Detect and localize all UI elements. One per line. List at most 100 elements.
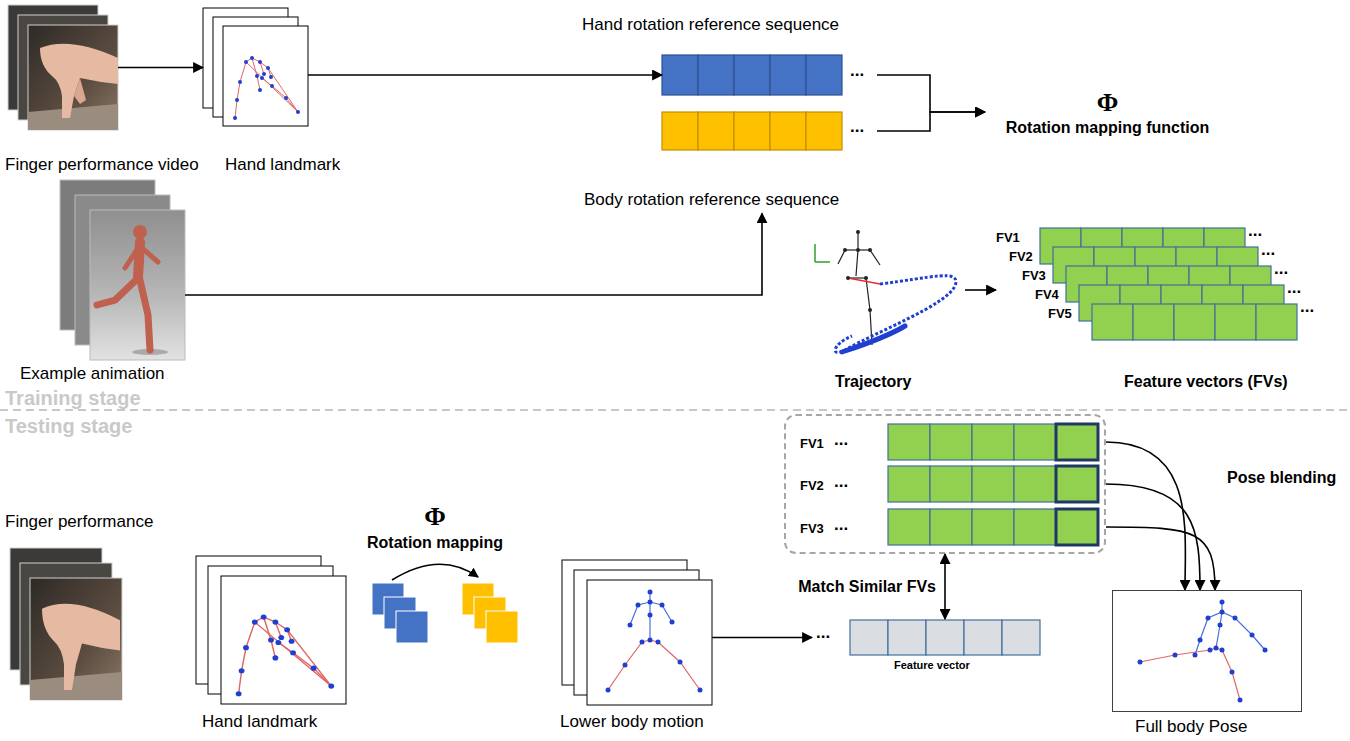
dashed-group-box: FV1FV2FV3 (784, 414, 1106, 554)
body-rotation-bar (698, 112, 734, 150)
lower-body-frames (648, 600, 653, 605)
connector-arrow (877, 112, 985, 131)
feature-vector-stack (1133, 304, 1174, 340)
stage-label: Testing stage (5, 414, 132, 438)
lower-body-frames (636, 603, 641, 608)
matched-feature-vectors (888, 424, 1098, 545)
full-body-skeleton (1195, 602, 1265, 655)
ellipsis: ... (1274, 259, 1288, 279)
photo-stack (30, 578, 122, 700)
feature-vector-stack (1174, 304, 1215, 340)
full-body-skeleton (1233, 616, 1238, 621)
hand-rotation-bar (734, 55, 770, 95)
connector-line (1106, 527, 1215, 590)
phi-symbol: Φ (1097, 87, 1119, 118)
sequence-bar: Hand rotation reference sequence... (662, 55, 877, 95)
edge-label: Match Similar FVs (796, 577, 938, 596)
landmark-stack: Hand landmark (203, 8, 308, 126)
animation-stack (97, 242, 158, 350)
ellipsis: ... (850, 61, 864, 81)
fv-label: FV2 (1009, 249, 1033, 265)
feature-vector-stack (1256, 304, 1297, 340)
feature-vector-stack (1040, 228, 1297, 340)
full-body-skeleton (1263, 648, 1268, 653)
full-body-skeleton (1195, 612, 1265, 655)
lower-body-frames (678, 660, 683, 665)
connector-line (308, 74, 662, 76)
body-rotation-bar (806, 112, 842, 150)
matched-feature-vectors (888, 466, 930, 502)
lower-body-frames (587, 580, 712, 705)
connector-line (712, 637, 812, 639)
full-body-skeleton (1198, 638, 1203, 643)
feature-vector-bar (850, 620, 1040, 655)
full-body-skeleton (1216, 602, 1222, 648)
landmark-frames (221, 576, 346, 704)
photo-stack (40, 44, 118, 118)
caption: Lower body motion (560, 712, 704, 732)
connector-arrow (712, 637, 812, 638)
rotation-squares (462, 583, 518, 643)
connector-arrow (1106, 442, 1215, 590)
trajectory-plot (868, 248, 872, 252)
trajectory-plot (856, 232, 858, 276)
rotation-squares (372, 564, 518, 643)
trajectory-plot (864, 276, 868, 280)
connector-line (185, 213, 762, 295)
matched-feature-vectors (972, 424, 1014, 460)
body-rotation-bar (734, 112, 770, 150)
motion-stack: Lower body motion (562, 560, 712, 705)
full-body-skeleton (1138, 660, 1143, 665)
lower-body-frames (606, 590, 703, 693)
animation-stack (97, 280, 136, 305)
connector-arrow (185, 213, 762, 295)
trajectory-plot (814, 244, 816, 262)
matched-feature-vectors (1056, 466, 1098, 502)
hand-rotation-bar (698, 55, 734, 95)
photo-stack: Finger performance (10, 548, 122, 700)
matched-feature-vectors (1014, 466, 1056, 502)
trajectory-plot (843, 230, 872, 312)
caption: Hand landmark (225, 155, 340, 175)
full-body-skeleton (1238, 698, 1243, 703)
connector-line (1106, 484, 1200, 590)
connector-arrow (308, 75, 662, 76)
lower-body-frames (640, 640, 645, 645)
connector-arrow (965, 290, 996, 291)
matched-feature-vectors (930, 466, 972, 502)
trajectory-plot (856, 230, 860, 234)
fv-label: FV1 (996, 230, 1020, 246)
lower-body-frames (606, 688, 611, 693)
mapping-function: ΦRotation mapping (355, 496, 515, 557)
caption: Hand rotation reference sequence (582, 15, 839, 35)
full-body-skeleton (1138, 600, 1268, 703)
feature-vector-bar: ...Feature vector (812, 619, 1042, 656)
matched-feature-vectors (1014, 509, 1056, 545)
caption: Example animation (20, 364, 165, 384)
lower-body-frames (698, 688, 703, 693)
full-body-skeleton (1218, 623, 1223, 628)
stage-divider (0, 409, 1350, 411)
full-body-skeleton (1220, 600, 1225, 605)
lower-body-frames (650, 640, 700, 690)
landmark-frames (233, 56, 300, 120)
full-body-skeleton (1220, 648, 1225, 653)
full-body-skeleton (1216, 648, 1240, 700)
fv-label: FV1 (800, 436, 824, 452)
connector-line (965, 289, 996, 291)
trajectory-plot (838, 250, 845, 264)
ellipsis: ... (1300, 297, 1314, 317)
lower-body-frames (628, 623, 633, 628)
phi-symbol: Φ (424, 501, 446, 532)
bold-label: Feature vectors (FVs) (1124, 372, 1288, 391)
fv-label: FV2 (800, 478, 824, 494)
ellipsis: ... (834, 472, 848, 492)
feature-vector-stack (1092, 304, 1133, 340)
trajectory-plot (856, 248, 860, 252)
bold-label: Rotation mapping function (1006, 118, 1210, 137)
trajectory-plot (843, 248, 847, 252)
lower-body-frames (562, 560, 712, 705)
caption: Hand landmark (202, 712, 317, 732)
connector-arrow (118, 67, 203, 68)
caption: Finger performance (5, 512, 153, 532)
